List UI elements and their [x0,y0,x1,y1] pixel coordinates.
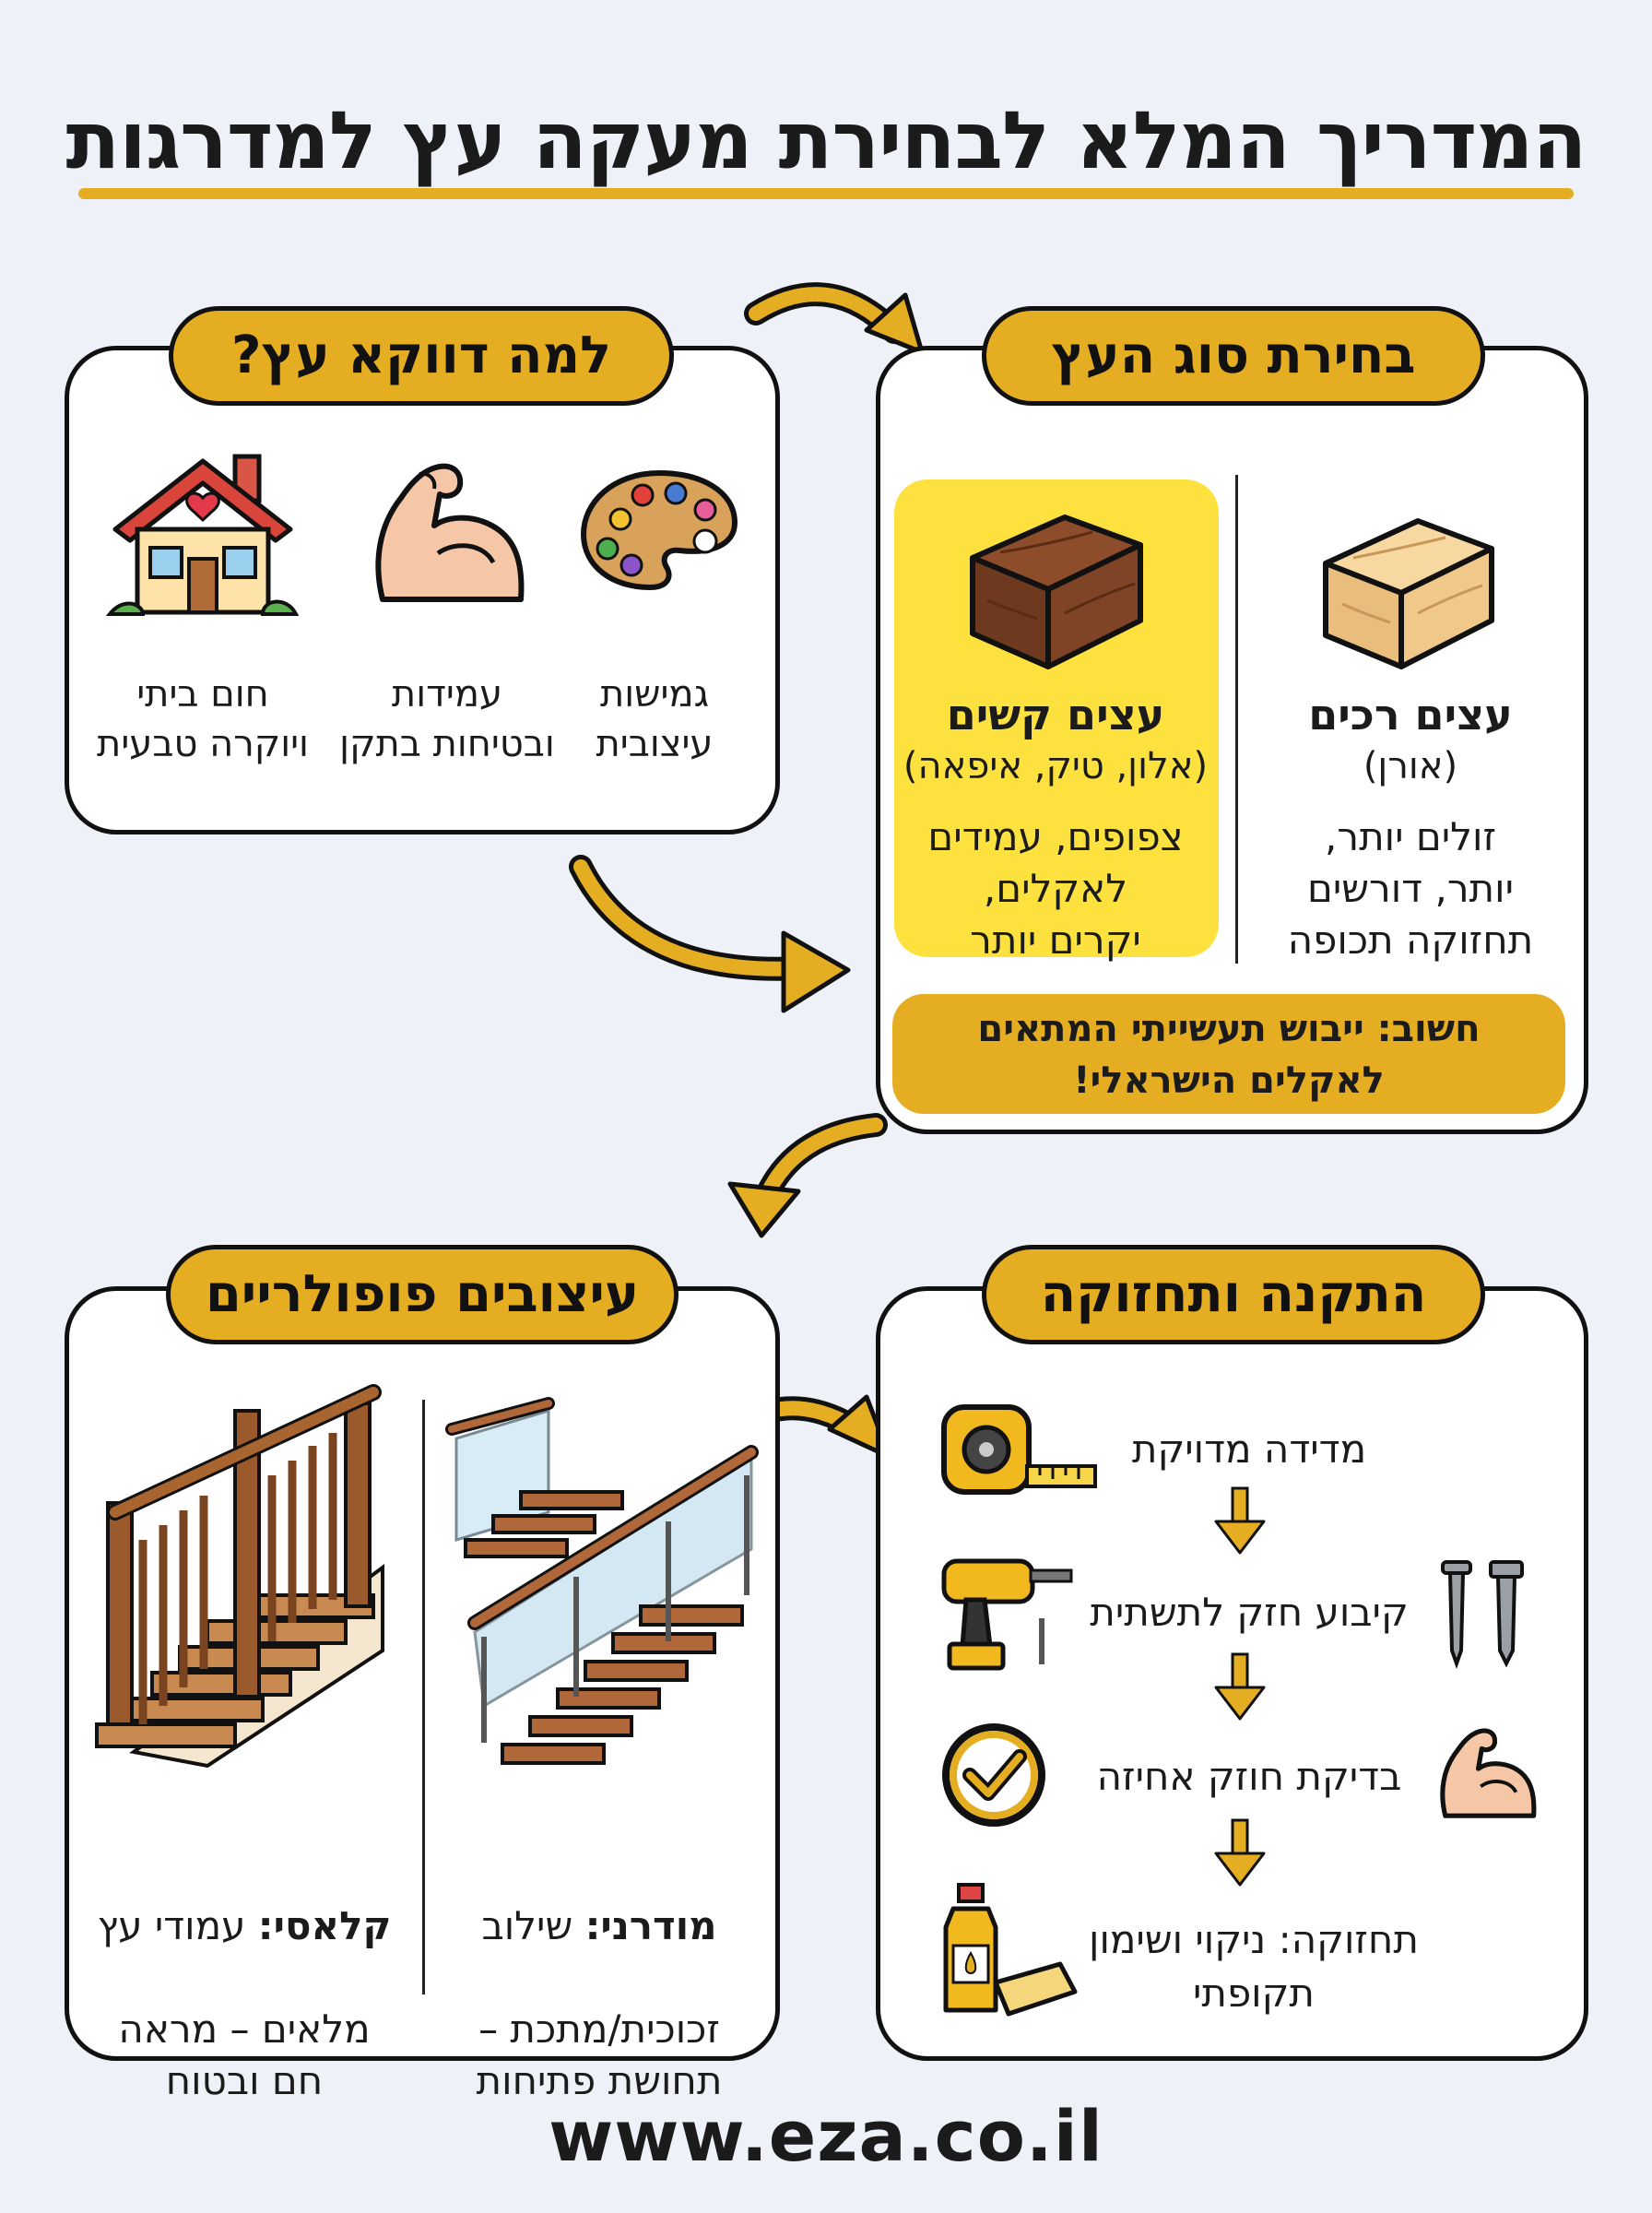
wood-type-divider [1235,475,1238,964]
flow-arrow-middle-icon [569,855,851,1013]
step-arrow-3-icon [1214,1818,1266,1887]
designs-heading: עיצובים פופולריים [166,1245,678,1344]
soft-wood-block-icon [1323,518,1494,669]
step-fix: קיבוע חזק לתשתית [1090,1590,1409,1635]
soft-wood-examples: (אורן) [1363,745,1458,787]
flow-arrow-down-icon [727,1113,888,1238]
checkmark-icon [942,1723,1045,1827]
palette-icon [580,469,738,591]
tape-measure-icon [941,1404,1097,1495]
step-arrow-1-icon [1214,1486,1266,1555]
classic-design-text: קלאסי: עמודי עץ מלאים – מראה חם ובטוח [78,1849,410,2159]
installation-heading: התקנה ותחזוקה [982,1245,1485,1344]
wood-type-heading: בחירת סוג העץ [982,306,1485,406]
why-wood-item-warmth: חום ביתי ויוקרה טבעית [97,673,309,765]
flow-arrow-top-icon [744,282,925,355]
why-wood-item-durability: עמידות ובטיחות בתקן [339,673,555,765]
step-arrow-2-icon [1214,1652,1266,1721]
modern-design-title: מודרני: [584,1903,717,1948]
modern-stairs-icon [445,1397,759,1765]
step-measure: מדידה מדויקת [1131,1426,1367,1472]
hard-wood-desc: צפופים, עמידים לאקלים, יקרים יותר [927,814,1184,963]
house-heart-icon [105,454,300,616]
classic-stairs-icon [95,1384,384,1769]
why-wood-item-design: גמישות עיצובית [596,673,714,765]
soft-wood-desc: זולים יותר, יותר, דורשים תחזוקה תכופה [1287,814,1534,963]
modern-design-desc: זכוכית/מתכת – תחושת פתיחות [476,2006,723,2103]
strength-arm-icon [1440,1728,1537,1818]
flexed-arm-icon [375,463,525,602]
step-check: בדיקת חוזק אחיזה [1096,1754,1402,1799]
classic-design-desc: מלאים – מראה חם ובטוח [118,2006,371,2103]
title-underline [78,188,1574,199]
page-title: המדריך המלא לבחירת מעקה עץ למדרגות [65,95,1587,187]
hard-wood-title: עצים קשים [946,690,1165,740]
classic-design-title: קלאסי: [257,1903,392,1948]
hard-wood-block-icon [970,515,1143,669]
soft-wood-title: עצים רכים [1308,690,1513,740]
hard-wood-examples: (אלון, טיק, איפאה) [903,745,1209,787]
oil-bottle-icon [943,1883,1078,2017]
screws-icon [1441,1560,1524,1669]
why-wood-heading: למה דווקא עץ? [169,306,674,406]
drill-icon [941,1558,1073,1671]
step-maintenance: תחזוקה: ניקוי ושימון תקופתי [1089,1917,1419,2016]
modern-design-text: מודרני: שילוב זכוכית/מתכת – תחושת פתיחות [433,1849,765,2159]
website-url[interactable]: www.eza.co.il [549,2095,1103,2177]
important-note: חשוב: ייבוש תעשייתי המתאים לאקלים הישראל… [892,994,1565,1114]
designs-divider [422,1400,425,1994]
